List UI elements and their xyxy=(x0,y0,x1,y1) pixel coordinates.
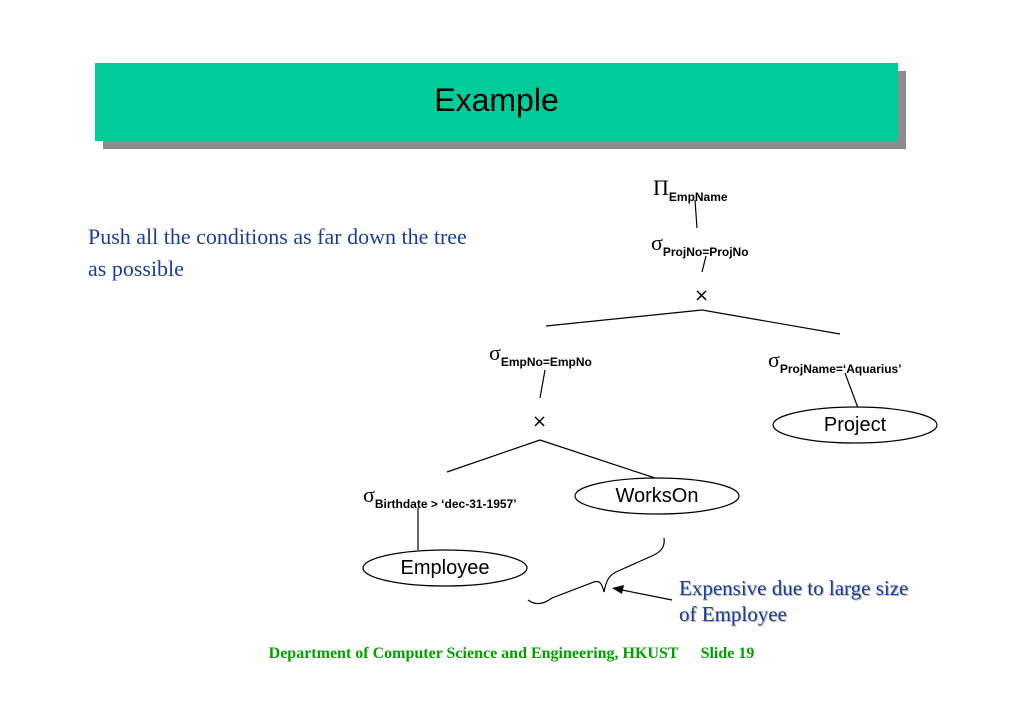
footer-slide-number: Slide 19 xyxy=(700,645,755,662)
edge-projname-project xyxy=(844,372,859,409)
select-empno-node: σEmpNo=EmpNo xyxy=(489,340,592,375)
edge-cross-right xyxy=(701,309,841,335)
projection-subscript: EmpName xyxy=(668,190,728,204)
employee-ellipse xyxy=(362,549,528,587)
workson-ellipse xyxy=(574,477,740,515)
cross-product-top: × xyxy=(694,285,710,306)
project-label: Project xyxy=(823,414,887,436)
select-projno-node: σProjNo=ProjNo xyxy=(651,230,749,265)
edge-empno-cross xyxy=(539,369,546,399)
select-projno-subscript: ProjNo=ProjNo xyxy=(662,245,749,259)
edge-projection-select xyxy=(694,199,698,229)
annotation-note: Expensive due to large size of Employee xyxy=(679,576,909,626)
brace xyxy=(527,537,665,605)
select-empno-symbol: σ xyxy=(489,340,501,365)
note-arrow xyxy=(612,585,673,601)
slide-title: Example xyxy=(434,81,559,118)
footer: Department of Computer Science and Engin… xyxy=(0,645,1023,663)
select-projname-symbol: σ xyxy=(768,347,780,372)
select-birthdate-symbol: σ xyxy=(363,482,375,507)
edge-select-cross xyxy=(701,255,707,273)
select-projno-symbol: σ xyxy=(651,230,663,255)
select-projname-subscript: ProjName=‘Aquarius’ xyxy=(779,362,902,376)
edge-cross-workson xyxy=(539,439,656,479)
select-birthdate-node: σBirthdate > ‘dec-31-1957’ xyxy=(363,482,517,517)
select-birthdate-subscript: Birthdate > ‘dec-31-1957’ xyxy=(374,497,517,511)
select-projname-node: σProjName=‘Aquarius’ xyxy=(768,347,902,382)
edge-cross-left xyxy=(545,309,703,327)
cross-product-bottom: × xyxy=(532,411,548,432)
footer-department: Department of Computer Science and Engin… xyxy=(268,645,679,662)
edge-cross-birthdate xyxy=(446,439,541,473)
select-empno-subscript: EmpNo=EmpNo xyxy=(500,355,592,369)
project-ellipse xyxy=(772,406,938,444)
projection-node: ΠEmpName xyxy=(653,175,728,210)
title-bar: Example xyxy=(95,63,898,141)
projection-symbol: Π xyxy=(653,175,669,200)
bullet-text: Push all the conditions as far down the … xyxy=(88,224,467,281)
workson-label: WorksOn xyxy=(615,485,699,507)
employee-label: Employee xyxy=(400,557,490,579)
